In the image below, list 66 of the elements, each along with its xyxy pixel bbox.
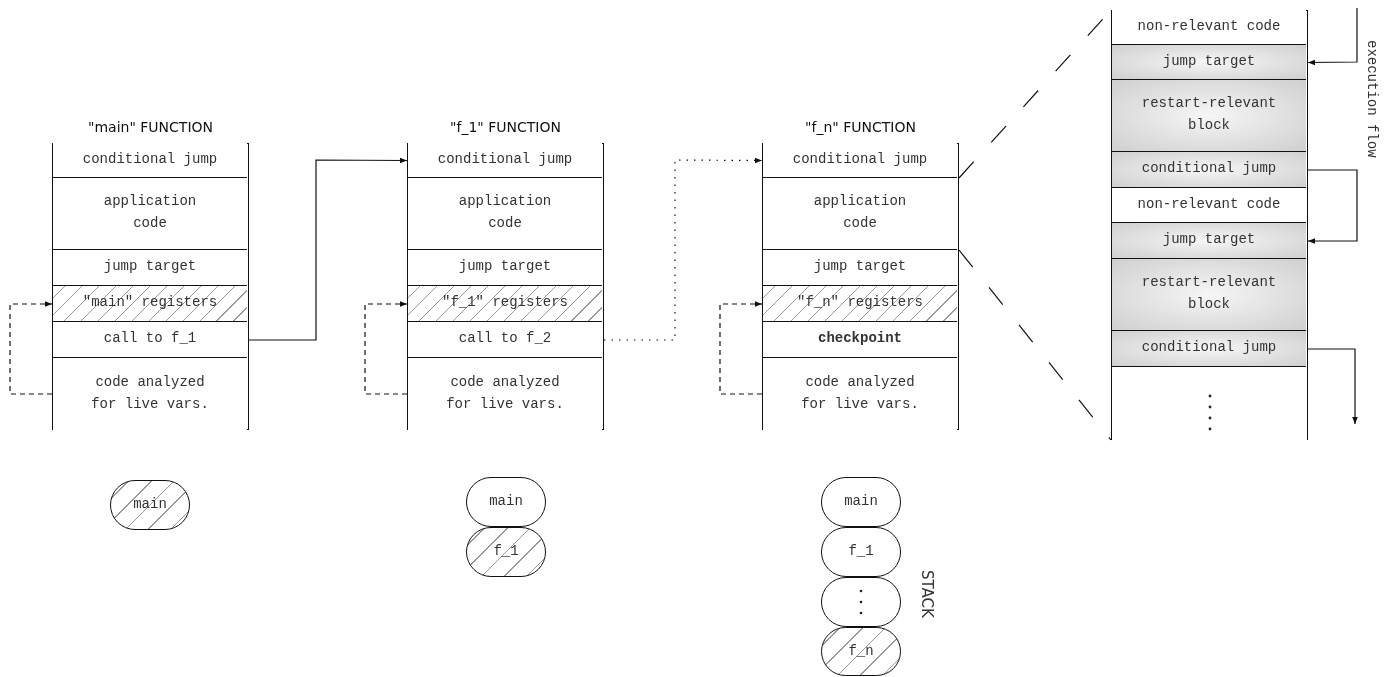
code-segment (53, 142, 247, 178)
segment-label: jump target (102, 257, 198, 277)
code-segment (408, 285, 602, 322)
stack-frame (821, 577, 901, 627)
arrow (1307, 7, 1358, 66)
segment-label: call to f_2 (457, 329, 553, 349)
code-segment (408, 142, 602, 178)
frame-label: f_1 (492, 542, 520, 562)
segment-label: application code (812, 192, 908, 233)
segment-label: application code (457, 192, 553, 233)
flow-label: execution flow (1364, 40, 1380, 158)
frame-label: main (488, 492, 524, 512)
code-segment (1112, 222, 1306, 259)
segment-label: non-relevant code (1136, 194, 1282, 214)
frame-label: f_1 (847, 542, 875, 562)
code-segment (1112, 258, 1306, 331)
stack-label: STACK (918, 570, 936, 618)
arrow (364, 301, 408, 395)
segment-label: application code (102, 192, 198, 233)
arrow (1307, 169, 1358, 244)
stack-frame (821, 527, 901, 577)
arrow (603, 157, 763, 341)
segment-label: "f_n" registers (796, 293, 924, 313)
segment-label: conditional jump (81, 149, 219, 169)
stack-frame (110, 480, 190, 530)
arrow (9, 301, 53, 395)
code-segment (763, 142, 957, 178)
code-segment (1112, 330, 1306, 367)
segment-label: conditional jump (1140, 159, 1278, 179)
segment-label: restart-relevant block (1140, 94, 1278, 135)
code-segment (1112, 44, 1306, 80)
segment-label: conditional jump (791, 149, 929, 169)
function-title: "f_1" FUNCTION (449, 119, 562, 135)
stack-frame (466, 477, 546, 527)
function-title: "main" FUNCTION (87, 119, 214, 135)
code-segment (1112, 9, 1306, 45)
segment-label: jump target (1161, 51, 1257, 71)
segment-label: code analyzed for live vars. (90, 372, 210, 414)
segment-label: conditional jump (436, 149, 574, 169)
frame-label: f_n (847, 641, 875, 661)
segment-label: conditional jump (1140, 338, 1278, 358)
segment-label: "f_1" registers (441, 293, 569, 313)
code-segment (763, 285, 957, 322)
segment-label: non-relevant code (1136, 16, 1282, 36)
arrow (248, 157, 408, 341)
frame-label: main (132, 495, 168, 515)
code-block-detail (1111, 10, 1308, 440)
stack-frame (821, 477, 901, 527)
stack-frame (466, 527, 546, 577)
code-segment (1112, 151, 1306, 188)
segment-label: code analyzed for live vars. (445, 372, 565, 414)
segment-label: code analyzed for live vars. (800, 372, 920, 414)
code-segment (1112, 79, 1306, 152)
arrow (1307, 348, 1358, 425)
code-segment (53, 285, 247, 322)
segment-label: restart-relevant block (1140, 273, 1278, 314)
segment-label: call to f_1 (102, 329, 198, 349)
arrow (719, 301, 763, 395)
segment-label: "main" registers (81, 293, 219, 313)
segment-label: jump target (812, 257, 908, 277)
function-title: "f_n" FUNCTION (804, 119, 917, 135)
segment-label: jump target (1161, 230, 1257, 250)
segment-label: checkpoint (817, 329, 903, 349)
frame-label: main (843, 492, 879, 512)
stack-frame (821, 627, 901, 676)
segment-label: jump target (457, 257, 553, 277)
